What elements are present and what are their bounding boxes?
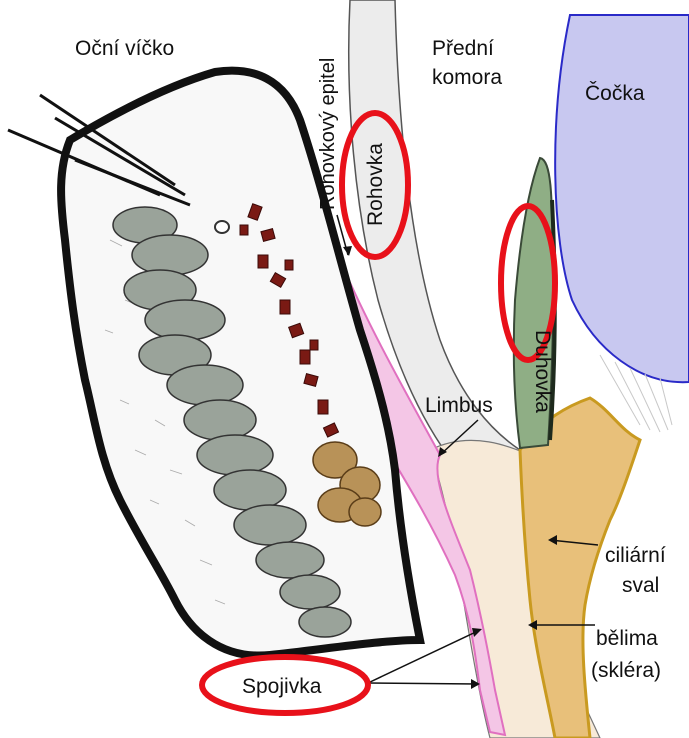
cornea-label: Rohovka	[364, 143, 387, 226]
iris-label: Duhovka	[531, 330, 554, 413]
anterior-chamber-label-line2: komora	[432, 66, 502, 89]
sclera-label-line2: (skléra)	[591, 659, 661, 682]
gland-duct	[215, 221, 229, 233]
anterior-chamber-label-line1: Přední	[432, 37, 494, 60]
ciliary-label-line1: ciliární	[605, 544, 666, 567]
limbus-label: Limbus	[425, 394, 493, 417]
eyelid-label: Oční víčko	[75, 37, 174, 60]
conjunctiva-label: Spojivka	[242, 675, 322, 698]
sclera-label-line1: bělima	[596, 627, 658, 650]
lens-shape	[555, 15, 689, 382]
lens-label: Čočka	[585, 82, 645, 105]
ciliary-label-line2: sval	[622, 574, 659, 597]
corneal-epithelium-label: Rohovkový epitel	[317, 58, 339, 210]
